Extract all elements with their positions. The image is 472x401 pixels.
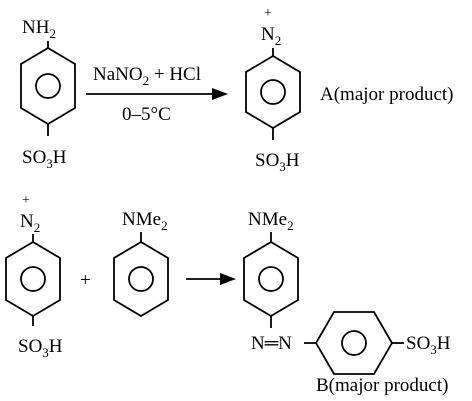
product-a-label: A(major product): [320, 84, 453, 105]
positive-charge: +: [264, 6, 272, 21]
arrow-head: [220, 273, 236, 285]
benzene-ring: [113, 240, 169, 318]
azo-group-label: N═N: [251, 333, 292, 354]
sulfonic-acid-label: SO3H: [255, 150, 300, 174]
benzene-ring: [243, 240, 299, 318]
dimethylamino-label: NMe2: [122, 209, 168, 233]
sulfonic-acid-label: SO3H: [18, 336, 63, 360]
benzene-ring: [314, 311, 394, 375]
arrow-head: [212, 88, 228, 100]
amino-group-label: NH2: [22, 17, 56, 41]
sulfonic-acid-label: SO3H: [22, 147, 67, 171]
diazonium-group-label: N2: [20, 211, 40, 235]
reagent-label: NaNO2 + HCl: [93, 64, 201, 88]
dimethylamino-label: NMe2: [248, 209, 294, 233]
sulfonic-acid-label: SO3H: [406, 333, 451, 357]
positive-charge: +: [22, 193, 30, 208]
benzene-ring: [245, 54, 301, 130]
benzene-ring: [5, 240, 61, 318]
diazonium-group-label: N2: [261, 24, 281, 48]
condition-label: 0–5°C: [122, 104, 171, 125]
plus-sign: +: [80, 270, 91, 291]
benzene-ring: [20, 46, 76, 126]
product-b-label: B(major product): [316, 375, 448, 396]
